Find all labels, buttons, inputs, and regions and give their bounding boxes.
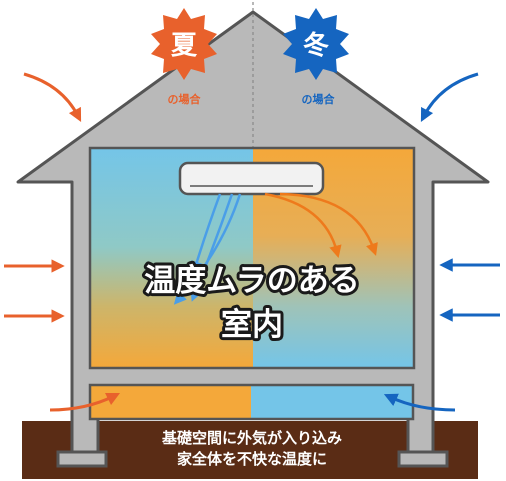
air-conditioner — [178, 161, 325, 196]
room-frame — [88, 146, 416, 370]
room-text-line1: 温度ムラのある — [144, 263, 359, 299]
crawlspace-frame — [88, 383, 415, 421]
warm-airflow-1 — [264, 192, 342, 259]
winter-caption: の場合 — [302, 92, 336, 106]
winter-badge-char: 冬 — [303, 31, 329, 61]
ground-text-line2: 家全体を不快な温度に — [177, 450, 327, 468]
summer-sun-badge — [151, 8, 217, 80]
cool-airflow-2 — [190, 193, 234, 302]
room-text-line2: 室内 — [221, 307, 283, 343]
summer-roof-arrow — [23, 72, 82, 122]
right-foot — [397, 450, 449, 468]
left-foot — [56, 450, 108, 468]
crawlspace-right — [251, 385, 413, 419]
winter-snow-badge — [283, 8, 349, 80]
cool-airflow-3 — [173, 193, 242, 305]
winter-crawl-arrow — [383, 393, 456, 412]
warm-airflow-2 — [279, 192, 378, 256]
ground-text-line1: 基礎空間に外気が入り込み — [161, 429, 342, 447]
summer-caption: の場合 — [168, 92, 202, 106]
cool-airflow-1 — [190, 193, 222, 274]
winter-roof-arrow — [420, 72, 479, 122]
summer-crawl-arrow — [49, 392, 121, 412]
crawlspace-left — [90, 385, 251, 419]
summer-badge-char: 夏 — [171, 31, 198, 61]
